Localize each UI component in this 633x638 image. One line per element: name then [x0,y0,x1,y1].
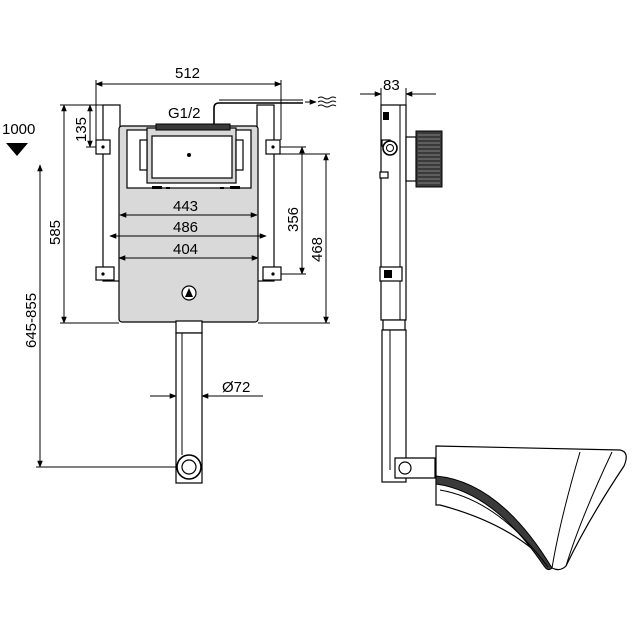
flush-panel-side [405,136,417,182]
side-frame [380,104,407,321]
dim-135: 135 [73,117,90,142]
dim-486: 486 [173,219,198,236]
right-upright [256,104,275,282]
dim-512: 512 [175,65,200,82]
drain-connector [175,320,203,334]
dim-83: 83 [383,77,400,94]
flush-valve-window [151,135,233,179]
wc-bowl [435,445,627,571]
inlet-block [155,123,231,131]
side-drain-connector [382,319,406,331]
dim-404: 404 [173,241,198,258]
dim-468: 468 [309,237,326,262]
left-upright [102,104,121,282]
dim-pipe-diameter: Ø72 [222,379,250,396]
dim-585: 585 [47,220,64,245]
dim-356: 356 [285,207,302,232]
dim-645-855: 645-855 [23,293,40,348]
bracket-bottom-left [95,266,115,281]
dim-443: 443 [173,198,198,215]
water-symbol-icon [305,96,337,108]
floor-level-icon [6,143,28,156]
label-supply: G1/2 [168,105,201,122]
supply-pipe [213,102,303,124]
side-view: 83 [360,77,627,571]
front-view: 512 G1/2 135 585 1000 645-855 443 486 40… [2,65,337,484]
floor-level-label: 1000 [2,121,35,138]
side-drain-pipe [381,329,407,483]
wc-bowl-inner [435,475,553,571]
